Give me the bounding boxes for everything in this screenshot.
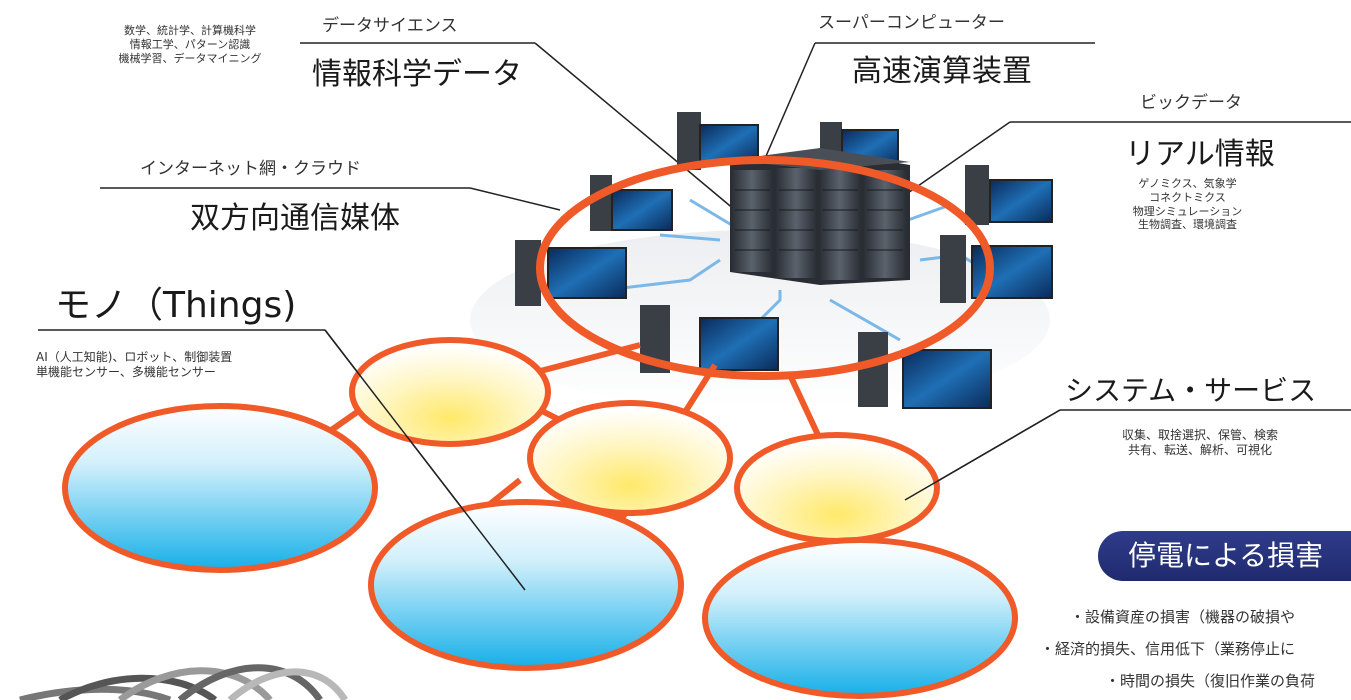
blue-node-center bbox=[368, 499, 684, 671]
blue-node-left bbox=[62, 403, 378, 573]
field-line: コネクトミクス bbox=[1149, 190, 1226, 204]
big-data-title: リアル情報 bbox=[1125, 137, 1275, 172]
field-line: 生物調査、環境調査 bbox=[1138, 218, 1237, 232]
workstation-right-top bbox=[965, 165, 1053, 225]
things-fields: AI（人工知能)、ロボット、制御装置 単機能センサー、多機能センサー bbox=[36, 350, 232, 380]
things-title: モノ（Things) bbox=[55, 285, 297, 326]
outage-item: ・設備資産の損害（機器の破損や bbox=[1070, 608, 1296, 626]
field-line: AI（人工知能)、ロボット、制御装置 bbox=[36, 350, 233, 364]
supercomputer-label: スーパーコンピューター bbox=[818, 13, 1005, 33]
server-ring bbox=[536, 156, 994, 380]
system-service-fields: 収集、取捨選択、保管、検索 共有、転送、解析、可視化 bbox=[1090, 428, 1310, 458]
pointer-lines bbox=[324, 329, 1061, 591]
data-science-fields: 数学、統計学、計算機科学 情報工学、パターン認識 機械学習、データマイニング bbox=[95, 24, 285, 65]
network-title: 双方向通信媒体 bbox=[190, 201, 400, 236]
yellow-node-center bbox=[527, 400, 733, 516]
cable-coil-image bbox=[19, 664, 348, 700]
big-data-fields: ゲノミクス、気象学 コネクトミクス 物理シミュレーション 生物調査、環境調査 bbox=[1100, 177, 1275, 232]
system-service-title: システム・サービス bbox=[1065, 374, 1317, 407]
big-data-label: ビックデータ bbox=[1140, 93, 1242, 113]
yellow-node-left bbox=[349, 337, 551, 447]
field-line: ゲノミクス、気象学 bbox=[1138, 177, 1237, 190]
field-line: 情報工学、パターン認識 bbox=[129, 37, 251, 51]
workstation-right bbox=[940, 235, 1053, 303]
data-science-title: 情報科学データ bbox=[312, 57, 522, 92]
network-label: インターネット網・クラウド bbox=[140, 159, 361, 179]
data-science-label: データサイエンス bbox=[322, 16, 458, 36]
workstation-bottom-right bbox=[858, 332, 992, 409]
yellow-node-right bbox=[734, 432, 940, 544]
outage-item: ・時間の損失（復旧作業の負荷 bbox=[1105, 672, 1316, 690]
outage-item: ・経済的損失、信用低下（業務停止に bbox=[1040, 640, 1296, 658]
workstation-far-left bbox=[515, 240, 627, 306]
field-line: 物理シミュレーション bbox=[1132, 204, 1243, 218]
blue-node-right bbox=[702, 537, 1018, 699]
field-line: 機械学習、データマイニング bbox=[118, 51, 262, 65]
outage-title-badge: 停電による損害 bbox=[1098, 531, 1351, 581]
workstations bbox=[515, 112, 1053, 409]
server-racks bbox=[730, 148, 910, 285]
field-line: 共有、転送、解析、可視化 bbox=[1127, 443, 1272, 457]
workstation-left bbox=[590, 175, 673, 231]
field-line: 数学、統計学、計算機科学 bbox=[124, 24, 256, 37]
field-line: 収集、取捨選択、保管、検索 bbox=[1121, 428, 1278, 442]
field-line: 単機能センサー、多機能センサー bbox=[36, 365, 216, 379]
supercomputer-title: 高速演算装置 bbox=[852, 54, 1032, 89]
